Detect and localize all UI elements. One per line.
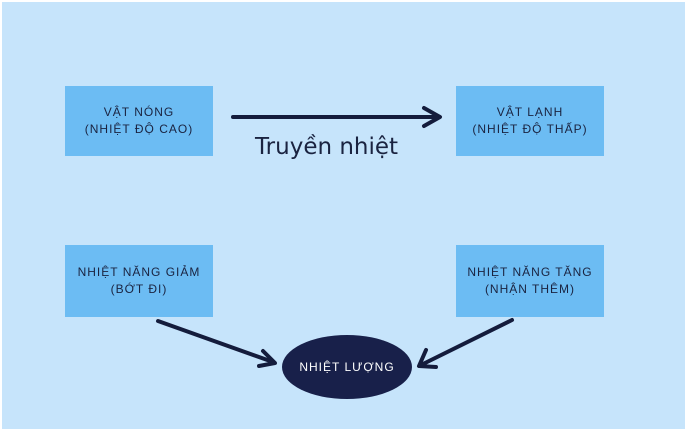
heat-transfer-label: Truyền nhiệt: [255, 134, 399, 160]
decrease-to-heat-arrow: [156, 319, 277, 368]
increase-to-heat-arrow: [417, 318, 514, 369]
hot-object-box: VẬT NÓNG (NHIỆT ĐỘ CAO): [65, 86, 213, 156]
cold-object-box: VẬT LẠNH (NHIỆT ĐỘ THẤP): [456, 86, 604, 156]
energy-decrease-note: (BỚT ĐI): [110, 282, 168, 296]
energy-increase-note: (NHẬN THÊM): [484, 282, 576, 296]
transfer-arrow: [231, 106, 442, 128]
hot-object-temperature: (NHIỆT ĐỘ CAO): [84, 122, 194, 136]
heat-quantity-ellipse: NHIỆT LƯỢNG: [282, 335, 412, 399]
cold-object-temperature: (NHIỆT ĐỘ THẤP): [472, 122, 588, 136]
energy-increase-label: NHIỆT NĂNG TĂNG: [467, 264, 593, 279]
energy-decrease-label: NHIỆT NĂNG GIẢM: [77, 264, 201, 279]
cold-object-label: VẬT LẠNH: [496, 104, 564, 119]
energy-decrease-box: NHIỆT NĂNG GIẢM (BỚT ĐI): [65, 245, 213, 317]
hot-object-label: VẬT NÓNG: [103, 104, 175, 119]
heat-quantity-label: NHIỆT LƯỢNG: [299, 360, 395, 374]
energy-increase-box: NHIỆT NĂNG TĂNG (NHẬN THÊM): [456, 245, 604, 317]
